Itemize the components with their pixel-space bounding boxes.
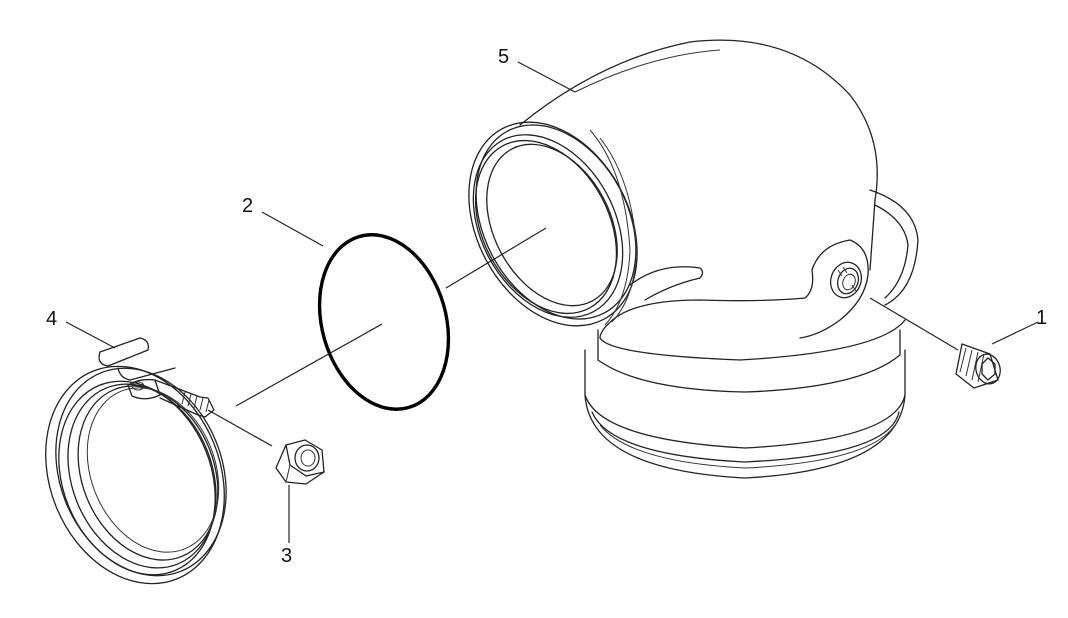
- callout-2: 2: [242, 195, 253, 217]
- part-5-elbow-housing: [468, 39, 919, 479]
- leader-4: [65, 321, 116, 349]
- callout-5: 5: [498, 46, 509, 68]
- leader-2: [261, 211, 324, 247]
- callout-4: 4: [46, 308, 57, 330]
- callout-labels: 1 2 3 4 5: [46, 46, 1047, 567]
- part-4-v-band-clamp: [45, 337, 227, 585]
- part-2-o-ring: [317, 233, 451, 411]
- callout-leaders: [65, 61, 1039, 543]
- part-1-set-screw: [955, 343, 1001, 389]
- callout-1: 1: [1036, 307, 1047, 329]
- part-3-hex-nut: [275, 439, 325, 485]
- callout-3: 3: [281, 545, 292, 567]
- leader-1: [991, 321, 1039, 345]
- assembly-centerlines: [207, 227, 959, 447]
- leader-5: [517, 61, 576, 93]
